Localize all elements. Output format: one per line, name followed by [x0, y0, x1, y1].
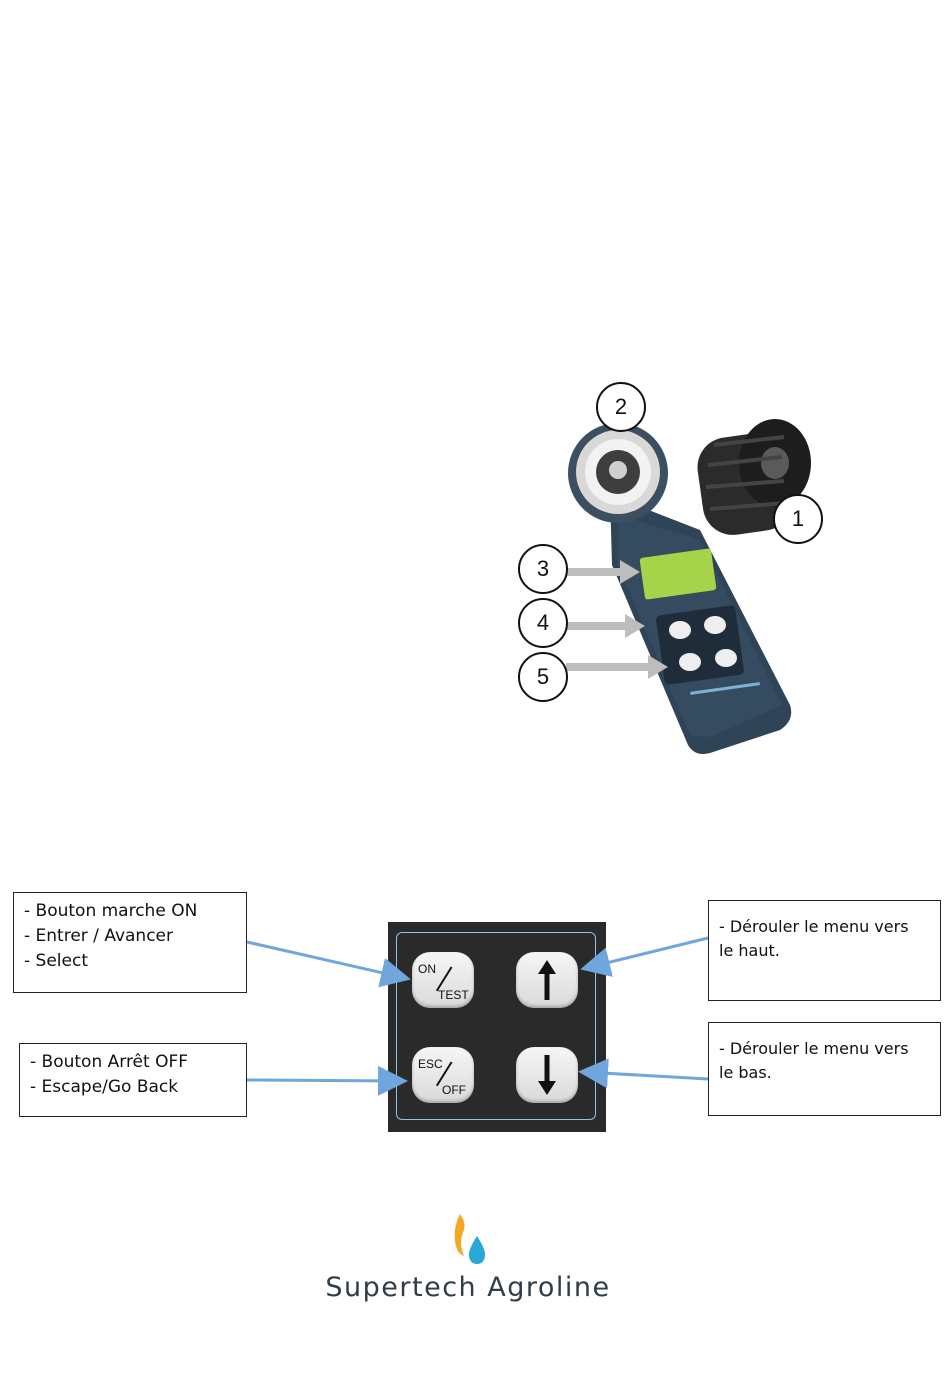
label-line: - Dérouler le menu vers [719, 1037, 930, 1061]
label-line: - Bouton Arrêt OFF [30, 1050, 236, 1075]
label-line: le bas. [719, 1061, 930, 1085]
down-key [516, 1047, 578, 1103]
esc-off-key: ESC OFF [412, 1047, 474, 1103]
keypad-photo: ON TEST ESC OFF [388, 922, 606, 1132]
on-test-key: ON TEST [412, 952, 474, 1008]
label-off-button: - Bouton Arrêt OFF - Escape/Go Back [19, 1043, 247, 1117]
label-up-button: - Dérouler le menu vers le haut. [708, 900, 941, 1001]
label-line: le haut. [719, 939, 930, 963]
key-bottom-text: TEST [438, 988, 469, 1002]
callout-4: 4 [518, 598, 568, 648]
key-bottom-text: OFF [442, 1083, 466, 1097]
arrow-up-icon [516, 952, 578, 1008]
arrow-down-icon [516, 1047, 578, 1103]
label-line: - Escape/Go Back [30, 1075, 236, 1100]
label-line: - Dérouler le menu vers [719, 915, 930, 939]
arrow-to-on-key [247, 942, 405, 978]
label-down-button: - Dérouler le menu vers le bas. [708, 1022, 941, 1116]
callout-5: 5 [518, 652, 568, 702]
up-key [516, 952, 578, 1008]
callout-2: 2 [596, 382, 646, 432]
key-top-text: ESC [418, 1057, 443, 1071]
arrow-to-esc-key [247, 1080, 402, 1081]
label-line: - Entrer / Avancer [24, 924, 236, 949]
callout-1: 1 [773, 494, 823, 544]
label-line: - Bouton marche ON [24, 899, 236, 924]
key-top-text: ON [418, 962, 436, 976]
label-on-button: - Bouton marche ON - Entrer / Avancer - … [13, 892, 247, 993]
brand-name: Supertech Agroline [310, 1272, 626, 1303]
label-line: - Select [24, 949, 236, 974]
device-keypad [656, 605, 745, 685]
brand-logo-icon [450, 1212, 490, 1270]
callout-3: 3 [518, 544, 568, 594]
